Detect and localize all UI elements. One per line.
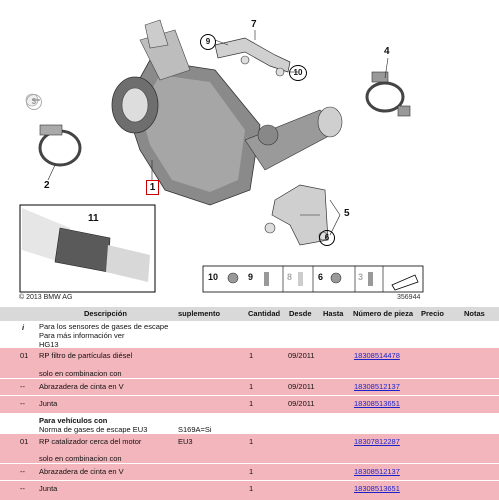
nut-icon: [264, 222, 276, 234]
table-row[interactable]: 01 RP filtro de partículas diésel 1 09/2…: [0, 348, 499, 378]
callout-1[interactable]: 1: [146, 180, 159, 195]
row-quantity: 1: [249, 484, 254, 493]
legend-label-6: 6: [318, 272, 324, 282]
screw-icon: [240, 55, 250, 65]
header-to: Hasta: [323, 309, 344, 318]
screw-icon: [275, 67, 285, 77]
screw-icon: [368, 272, 373, 286]
row-supplement: EU3: [178, 437, 193, 446]
row-from: 09/2011: [288, 399, 315, 408]
row-index: --: [20, 382, 25, 391]
nut-icon: [227, 272, 239, 284]
bracket-part: [214, 37, 291, 73]
clamp-ring-part: [38, 124, 82, 167]
group-line: Norma de gases de escape EU3: [39, 425, 148, 434]
info-line-2: Para más información ver: [39, 331, 125, 340]
row-index: 01: [20, 437, 29, 446]
row-note: solo en combinacion con: [39, 454, 122, 463]
callout-2[interactable]: 2: [44, 180, 50, 191]
inset-flex-pipe: [22, 208, 150, 282]
row-description: Abrazadera de cinta en V: [39, 467, 124, 476]
part-number-link[interactable]: 18308513651: [354, 484, 400, 493]
header-part-number: Número de pieza: [353, 309, 414, 318]
callout-9[interactable]: 9: [200, 34, 216, 50]
row-description: Junta: [39, 399, 58, 408]
legend-label-9: 9: [248, 272, 254, 282]
header-supplement: suplemento: [178, 309, 221, 318]
row-from: 09/2011: [288, 351, 315, 360]
parts-diagram: 7 9 10 4 3 2 1 11 5 6 10 9 8 6 3: [19, 19, 424, 293]
callout-11[interactable]: 11: [88, 213, 99, 224]
header-description: Descripción: [84, 309, 127, 318]
exploded-view-drawing: [19, 19, 424, 293]
diagram-reference-number: 356944: [397, 294, 421, 301]
legend-label-8: 8: [287, 272, 293, 282]
header-from: Desde: [289, 309, 312, 318]
row-quantity: 1: [249, 437, 254, 446]
table-row[interactable]: -- Abrazadera de cinta en V 1 1830851213…: [0, 464, 499, 480]
v-band-clamp-part: [365, 71, 411, 117]
part-number-link[interactable]: 18307812287: [354, 437, 400, 446]
legend-label-3: 3: [358, 272, 364, 282]
nut-icon: [330, 272, 342, 284]
part-number-link[interactable]: 18308512137: [354, 382, 400, 391]
table-row[interactable]: -- Junta 1 18308513651: [0, 481, 499, 500]
row-index: --: [20, 484, 25, 493]
row-description: Abrazadera de cinta en V: [39, 382, 124, 391]
row-quantity: 1: [249, 399, 254, 408]
callout-10[interactable]: 10: [289, 65, 307, 81]
parts-table-header: Descripción suplemento Cantidad Desde Ha…: [0, 307, 499, 321]
arrow-icon: [391, 274, 419, 291]
table-row[interactable]: -- Junta 1 09/2011 18308513651: [0, 396, 499, 413]
header-price: Precio: [421, 309, 444, 318]
part-number-link[interactable]: 18308514478: [354, 351, 400, 360]
table-row[interactable]: -- Abrazadera de cinta en V 1 09/2011 18…: [0, 379, 499, 395]
copyright-text: © 2013 BMW AG: [19, 294, 73, 301]
group-supplement: S169A=Si: [178, 425, 212, 434]
part-number-link[interactable]: 18308513651: [354, 399, 400, 408]
row-quantity: 1: [249, 467, 254, 476]
screw-icon: [298, 272, 303, 286]
row-index: --: [20, 467, 25, 476]
row-description: RP catalizador cerca del motor: [39, 437, 142, 446]
callout-7[interactable]: 7: [251, 19, 257, 30]
callout-6[interactable]: 6: [319, 230, 335, 246]
row-quantity: 1: [249, 382, 254, 391]
group-title: Para vehículos con: [39, 416, 108, 425]
callout-4[interactable]: 4: [384, 46, 390, 57]
row-description: RP filtro de partículas diésel: [39, 351, 133, 360]
group-condition: Para vehículos con Norma de gases de esc…: [0, 414, 499, 434]
row-index: --: [20, 399, 25, 408]
row-description: Junta: [39, 484, 58, 493]
part-number-link[interactable]: 18308512137: [354, 467, 400, 476]
info-row: i Para los sensores de gases de escape P…: [0, 321, 499, 349]
header-notes: Notas: [464, 309, 485, 318]
header-quantity: Cantidad: [248, 309, 281, 318]
catalyst-body: [111, 19, 343, 206]
row-from: 09/2011: [288, 382, 315, 391]
info-line-1: Para los sensores de gases de escape: [39, 322, 169, 331]
row-quantity: 1: [249, 351, 254, 360]
screw-icon: [264, 272, 269, 286]
row-note: solo en combinacion con: [39, 369, 122, 378]
callout-3[interactable]: 3: [26, 94, 42, 110]
row-index: 01: [20, 351, 29, 360]
callout-5[interactable]: 5: [344, 208, 350, 219]
table-row[interactable]: 01 RP catalizador cerca del motor EU3 1 …: [0, 434, 499, 463]
info-icon: i: [22, 323, 25, 332]
legend-label-10: 10: [208, 272, 219, 282]
info-line-3: HG13: [39, 340, 59, 349]
